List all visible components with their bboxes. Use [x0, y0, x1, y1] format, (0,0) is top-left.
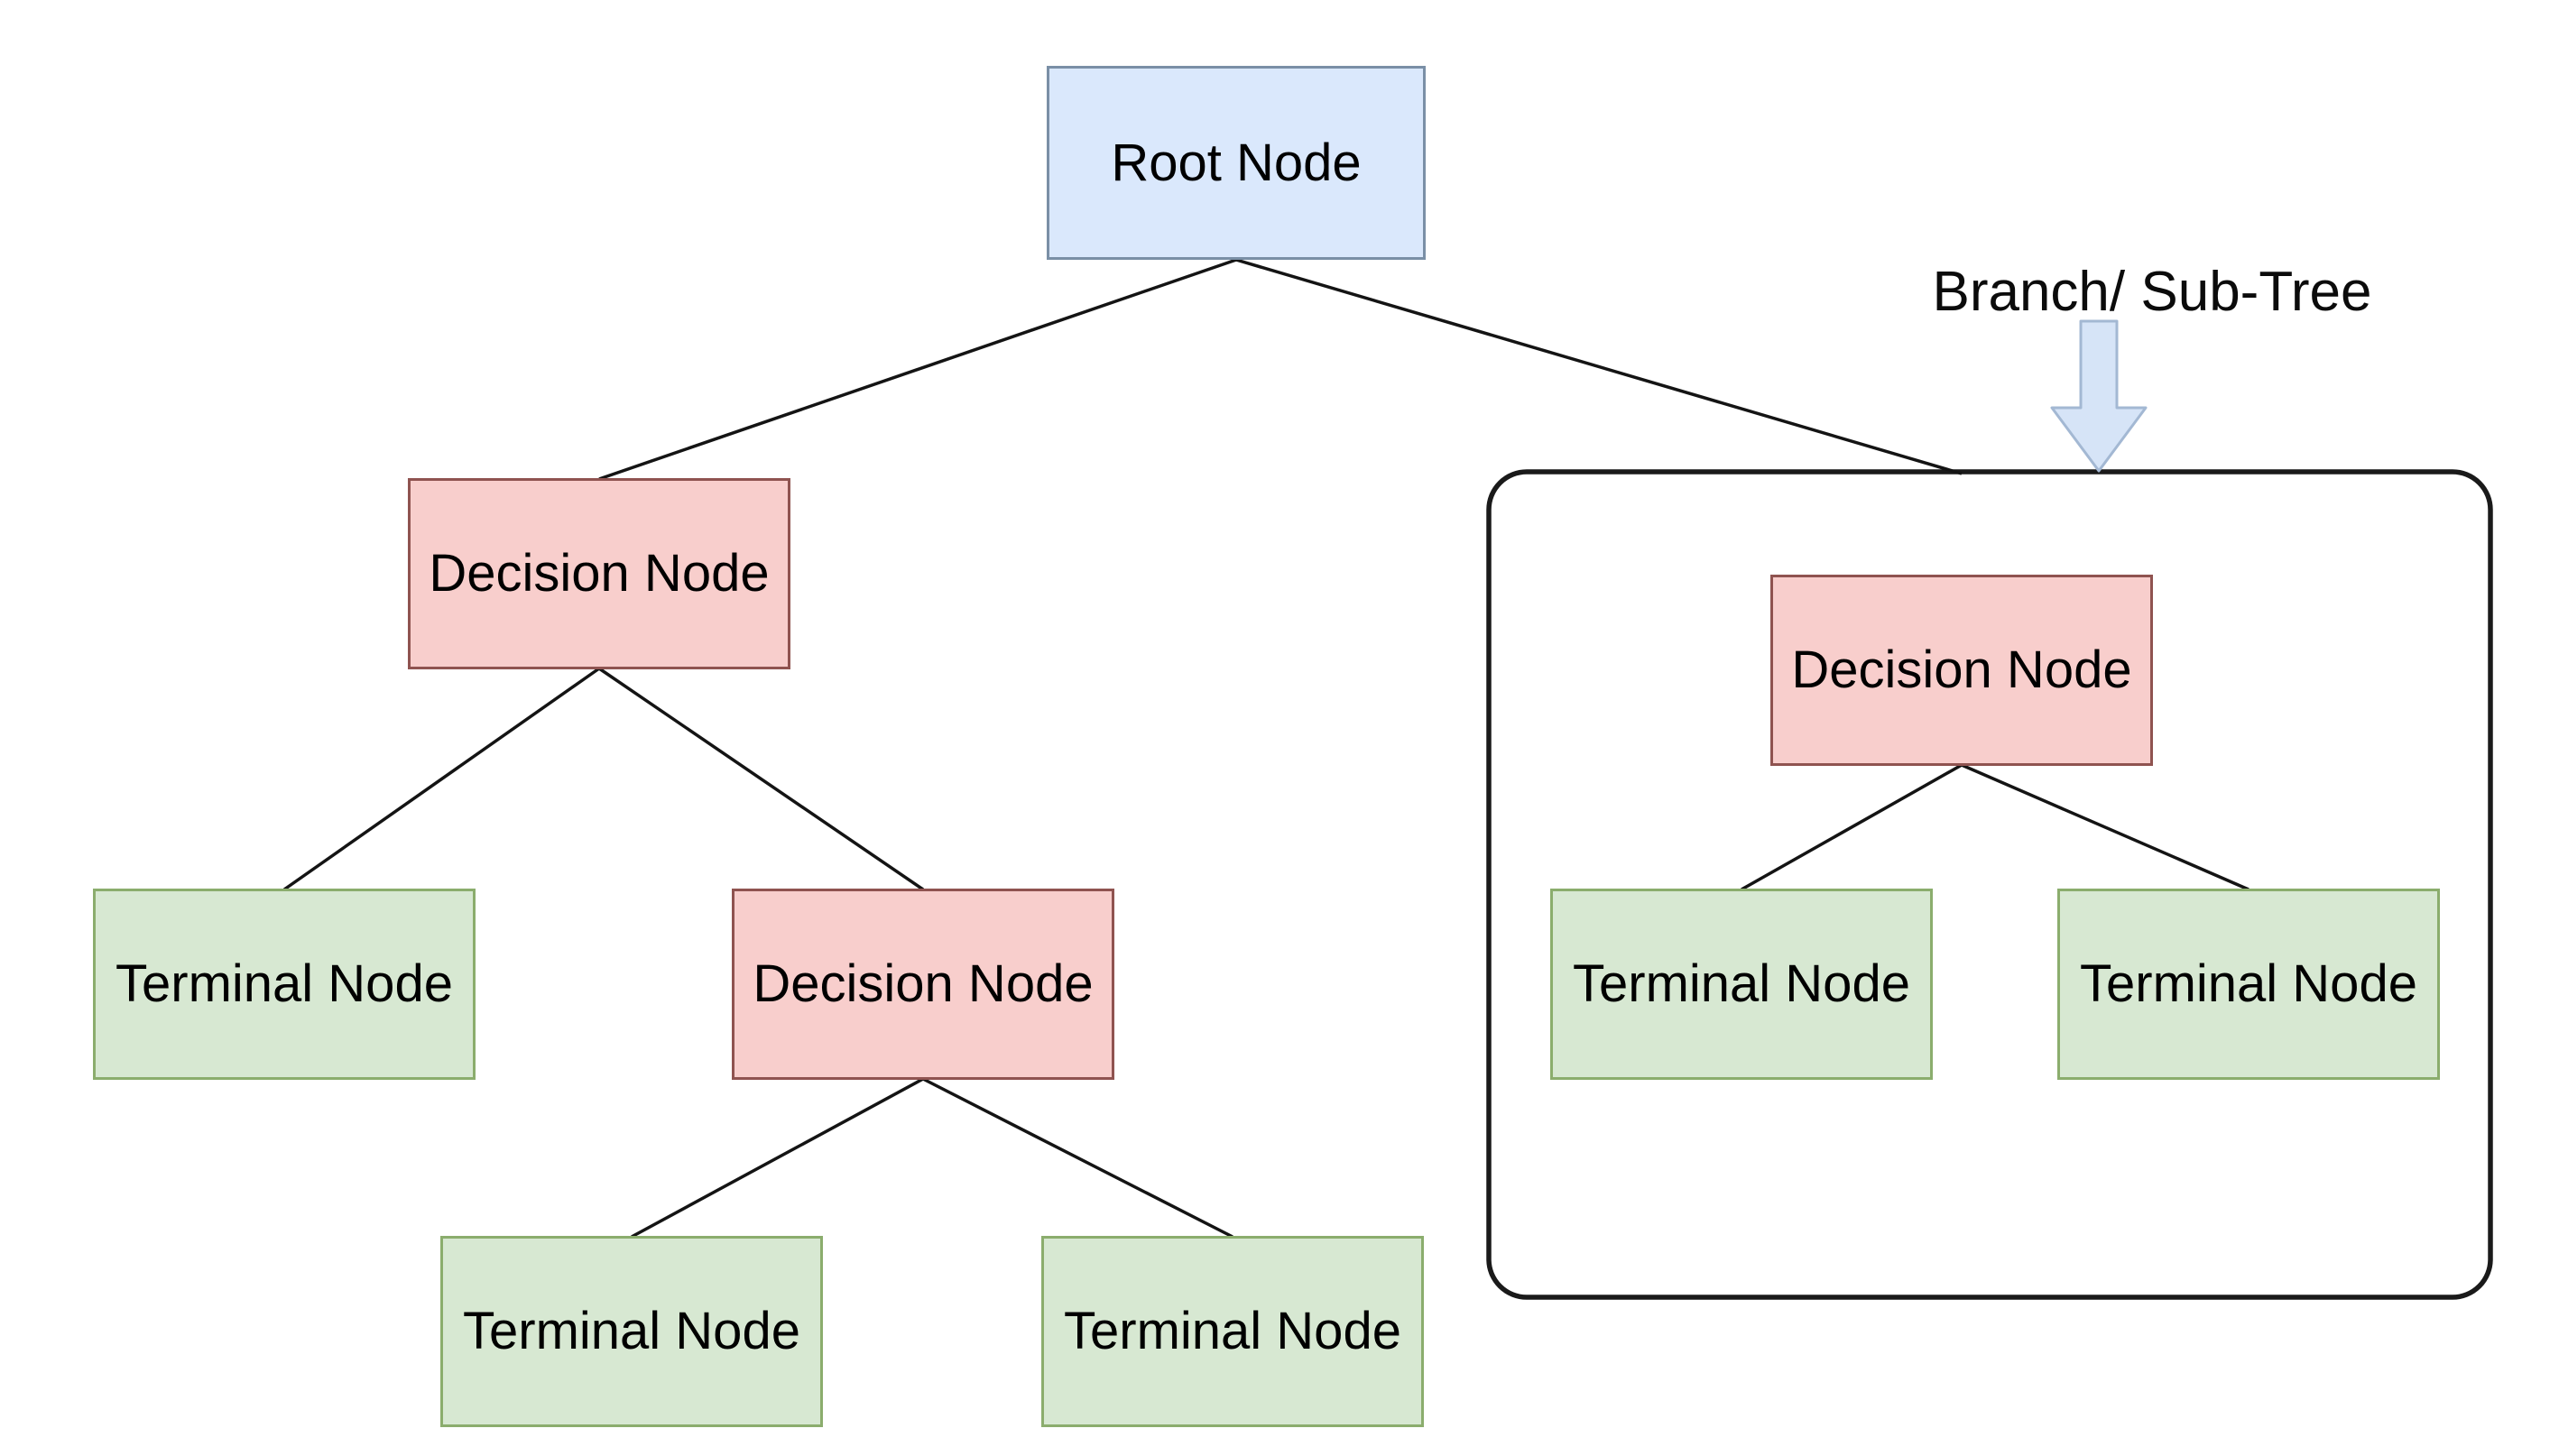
subtree-boundary — [1486, 469, 2493, 1300]
node-label: Terminal Node — [463, 1302, 800, 1361]
edge-decisionleft-decisionmid — [598, 667, 924, 891]
edge-decisionleft-terminal — [282, 667, 601, 891]
subtree-annotation-label: Branch/ Sub-Tree — [1932, 261, 2372, 323]
node-decision-right: Decision Node — [1770, 575, 2153, 766]
node-label: Decision Node — [753, 954, 1094, 1014]
edge-decisionright-terminal1 — [1741, 763, 1963, 891]
node-terminal-right-1: Terminal Node — [1550, 889, 1933, 1080]
edge-root-to-subtree — [1235, 258, 1963, 475]
node-root: Root Node — [1047, 66, 1426, 260]
edge-root-to-decision-left — [598, 258, 1237, 481]
node-terminal-left: Terminal Node — [93, 889, 476, 1080]
node-decision-mid: Decision Node — [732, 889, 1114, 1080]
node-terminal-right-2: Terminal Node — [2057, 889, 2440, 1080]
node-label: Terminal Node — [2080, 954, 2417, 1014]
node-label: Terminal Node — [1573, 954, 1910, 1014]
node-label: Terminal Node — [115, 954, 453, 1014]
node-decision-left: Decision Node — [408, 478, 790, 669]
edge-decisionmid-terminal1 — [631, 1077, 924, 1239]
node-label: Terminal Node — [1064, 1302, 1401, 1361]
node-terminal-bottom-1: Terminal Node — [440, 1236, 823, 1427]
down-block-arrow-icon — [2050, 319, 2148, 473]
node-label: Decision Node — [1791, 640, 2132, 700]
edge-decisionright-terminal2 — [1961, 763, 2250, 891]
node-label: Root Node — [1111, 133, 1362, 192]
node-terminal-bottom-2: Terminal Node — [1041, 1236, 1424, 1427]
node-label: Decision Node — [429, 544, 770, 604]
edge-decisionmid-terminal2 — [922, 1077, 1233, 1239]
